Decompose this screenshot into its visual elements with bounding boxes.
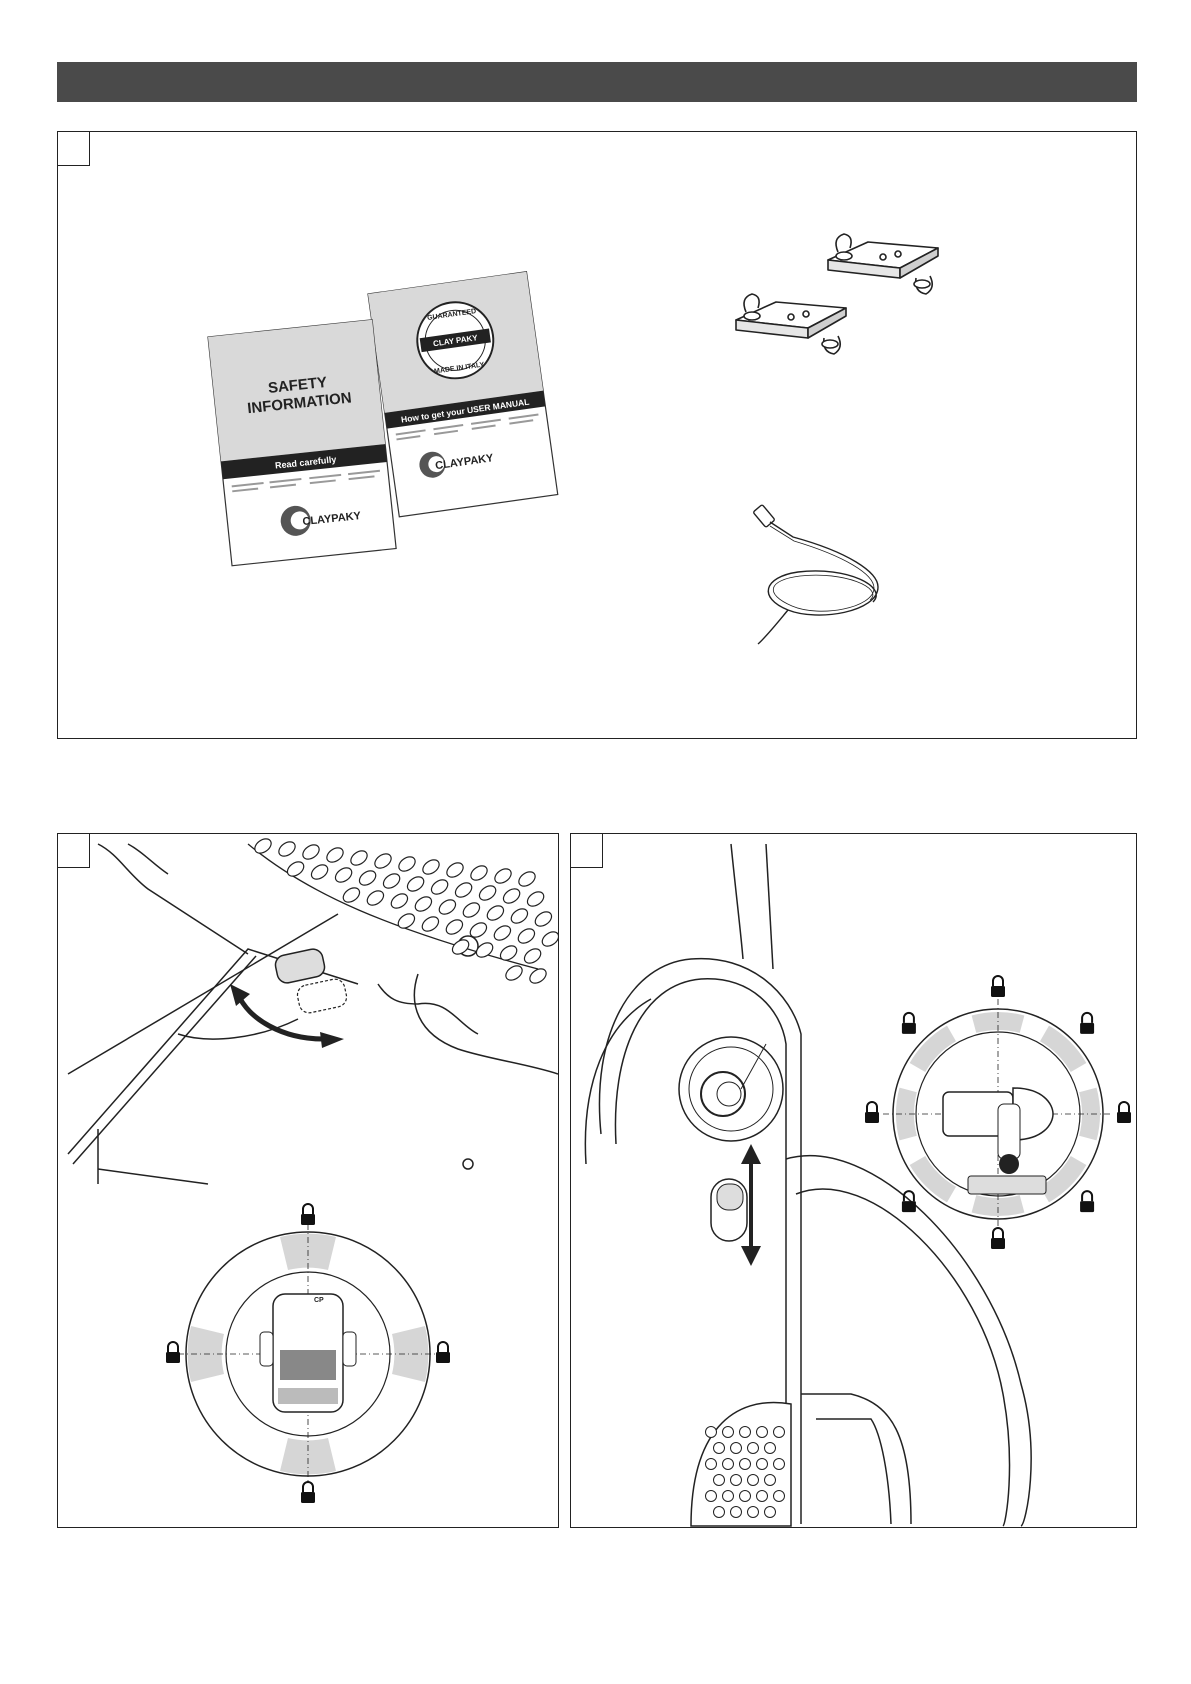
tilt-lock-lever: [230, 947, 348, 1048]
section-header-bar: [57, 62, 1137, 102]
tilt-lock-illustration: CP: [58, 834, 559, 1528]
package-contents-illustration: CLAY PAKY GUARANTEED MADE IN ITALY How t…: [58, 132, 1137, 739]
pan-lock-illustration: [571, 834, 1137, 1528]
lock-icon: [865, 1102, 879, 1123]
lock-icon: [301, 1204, 315, 1225]
pan-lock-slot: [711, 1144, 761, 1266]
lock-icon: [991, 1228, 1005, 1249]
lock-icon: [1080, 1191, 1094, 1212]
lock-icon: [166, 1342, 180, 1363]
panel-label-box: [571, 834, 603, 868]
yoke-arm-drawing: [585, 844, 1031, 1526]
lock-icon: [991, 976, 1005, 997]
lock-icon: [1117, 1102, 1131, 1123]
lock-icon: [436, 1342, 450, 1363]
safety-booklet: SAFETY INFORMATION Read carefully CLAYPA…: [208, 320, 396, 566]
panel-label-box: [58, 132, 90, 166]
guarantee-booklet: CLAY PAKY GUARANTEED MADE IN ITALY How t…: [368, 272, 558, 517]
lock-icon: [902, 1013, 916, 1034]
lock-icon: [902, 1191, 916, 1212]
yoke-logo-disk: [679, 1037, 783, 1141]
lock-icon: [1080, 1013, 1094, 1034]
omega-brackets: [736, 234, 938, 354]
package-contents-panel: CLAY PAKY GUARANTEED MADE IN ITALY How t…: [57, 131, 1137, 739]
yoke-grille: [691, 1403, 791, 1526]
lock-icon: [301, 1482, 315, 1503]
tilt-lock-gauge: CP: [178, 1224, 438, 1484]
pan-lock-panel: [570, 833, 1137, 1528]
svg-text:CP: CP: [314, 1297, 324, 1304]
pan-lock-gauge: [883, 999, 1113, 1229]
fixture-grille-mini: [280, 1350, 336, 1380]
panel-label-box: [58, 834, 90, 868]
tilt-lock-panel: CP: [57, 833, 559, 1528]
power-cable: [753, 504, 878, 644]
